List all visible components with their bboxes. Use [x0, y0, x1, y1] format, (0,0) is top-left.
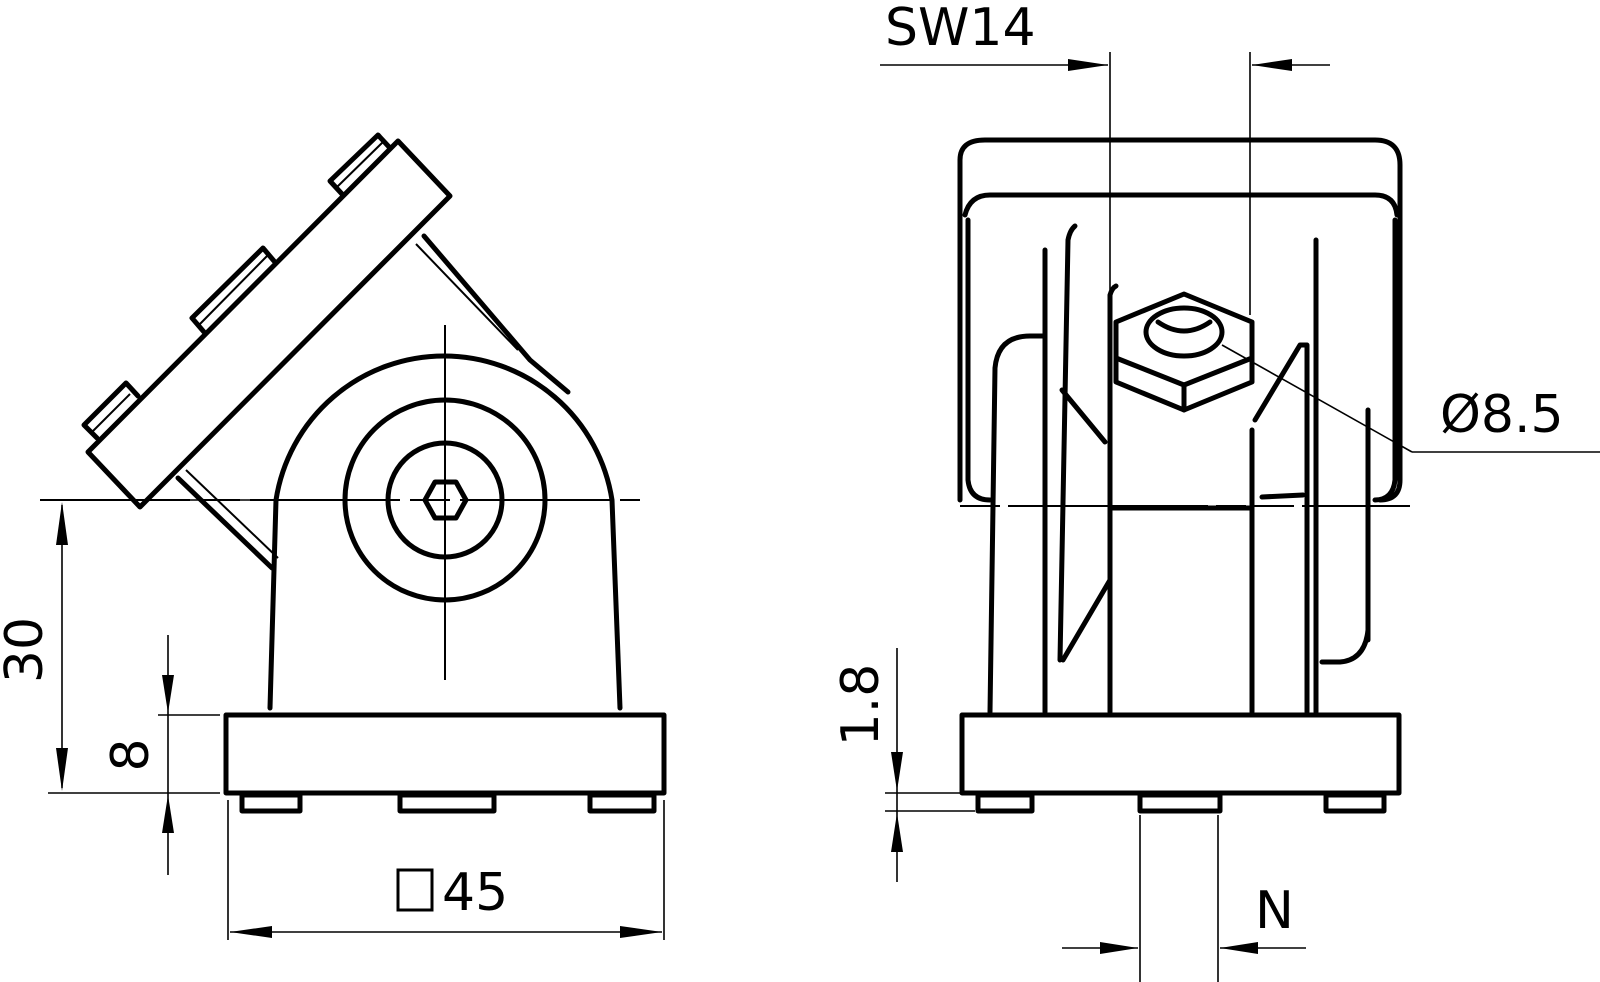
base-plate-front: [959, 712, 1402, 796]
foot-front-center: [1137, 792, 1223, 814]
base-plate: [223, 712, 667, 796]
front-view: [957, 137, 1410, 814]
hex-nut: [1113, 291, 1255, 413]
dimension-30: 30: [0, 499, 250, 794]
dimension-diameter: Ø8.5: [1221, 344, 1600, 453]
foot-center: [397, 792, 497, 814]
dimension-8: 8: [101, 635, 220, 875]
dim-label-n: N: [1255, 881, 1294, 941]
dim-label-45: 45: [442, 863, 508, 923]
foot-right: [587, 792, 657, 814]
dimension-sw14: SW14: [880, 0, 1330, 315]
dimension-45: 45: [227, 800, 665, 940]
top-profile: [957, 137, 1403, 503]
dimension-n: N: [1062, 815, 1306, 982]
angled-arm: [81, 132, 453, 510]
dim-label-8: 8: [101, 738, 161, 771]
foot-front-left: [975, 792, 1035, 814]
dim-label-diameter: Ø8.5: [1440, 385, 1564, 445]
foot-front-right: [1323, 792, 1387, 814]
side-view: [40, 132, 667, 814]
dimension-1-8: 1.8: [831, 648, 975, 882]
hinge-web: [175, 233, 571, 571]
dim-label-1-8: 1.8: [831, 664, 891, 747]
dim-label-30: 30: [0, 617, 55, 683]
foot-left: [239, 792, 303, 814]
square-symbol-icon: [396, 868, 434, 912]
dim-label-sw14: SW14: [885, 0, 1036, 58]
